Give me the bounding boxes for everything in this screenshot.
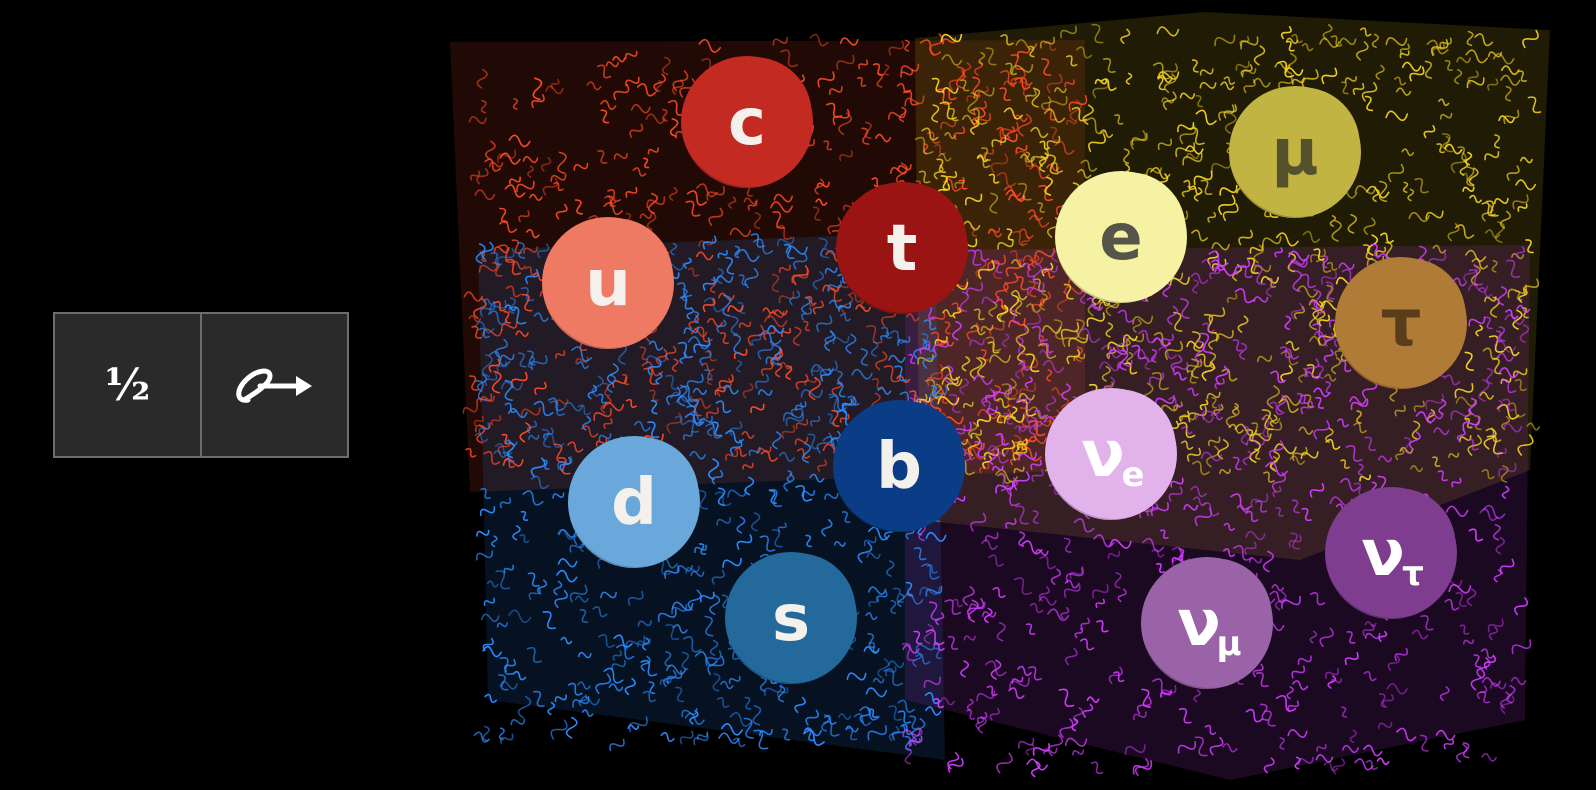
particle-down-symbol: d — [611, 466, 657, 540]
particle-electron-neutrino-symbol: ν — [1081, 418, 1125, 492]
particle-muon-symbol: μ — [1271, 116, 1318, 190]
particle-muon-neutrino-subscript: μ — [1216, 624, 1241, 664]
particle-tau-neutrino-subscript: τ — [1402, 554, 1424, 594]
particle-tau: τ — [1335, 257, 1467, 389]
particle-strange: s — [725, 552, 857, 684]
particle-up-symbol: u — [585, 247, 631, 321]
particle-electron: e — [1055, 171, 1187, 303]
particle-muon-neutrino-symbol: ν — [1177, 587, 1221, 661]
particle-charm-symbol: c — [728, 86, 766, 160]
particle-bottom: b — [833, 400, 965, 532]
particle-bottom-symbol: b — [876, 430, 922, 504]
particle-tau-neutrino-symbol: ν — [1361, 517, 1405, 591]
particle-top: t — [836, 182, 968, 314]
particle-down: d — [568, 436, 700, 568]
field-boxes — [450, 12, 1550, 780]
spin-arrow-icon — [235, 368, 312, 403]
spin-value-cell: ½ — [55, 314, 200, 456]
particle-strange-symbol: s — [772, 582, 810, 656]
particle-muon: μ — [1229, 86, 1361, 218]
spin-legend: ½ — [53, 312, 349, 458]
particle-tau-neutrino: ντ — [1325, 487, 1457, 619]
particle-muon-neutrino: νμ — [1141, 557, 1273, 689]
spin-icon-cell — [200, 314, 347, 456]
particle-top-symbol: t — [887, 212, 918, 286]
particle-electron-neutrino-subscript: e — [1121, 455, 1144, 495]
particle-up: u — [542, 217, 674, 349]
particle-electron-symbol: e — [1099, 201, 1142, 275]
particle-charm: c — [681, 56, 813, 188]
particle-tau-symbol: τ — [1381, 287, 1422, 361]
spin-value: ½ — [104, 359, 151, 411]
particle-electron-neutrino: νe — [1045, 388, 1177, 520]
